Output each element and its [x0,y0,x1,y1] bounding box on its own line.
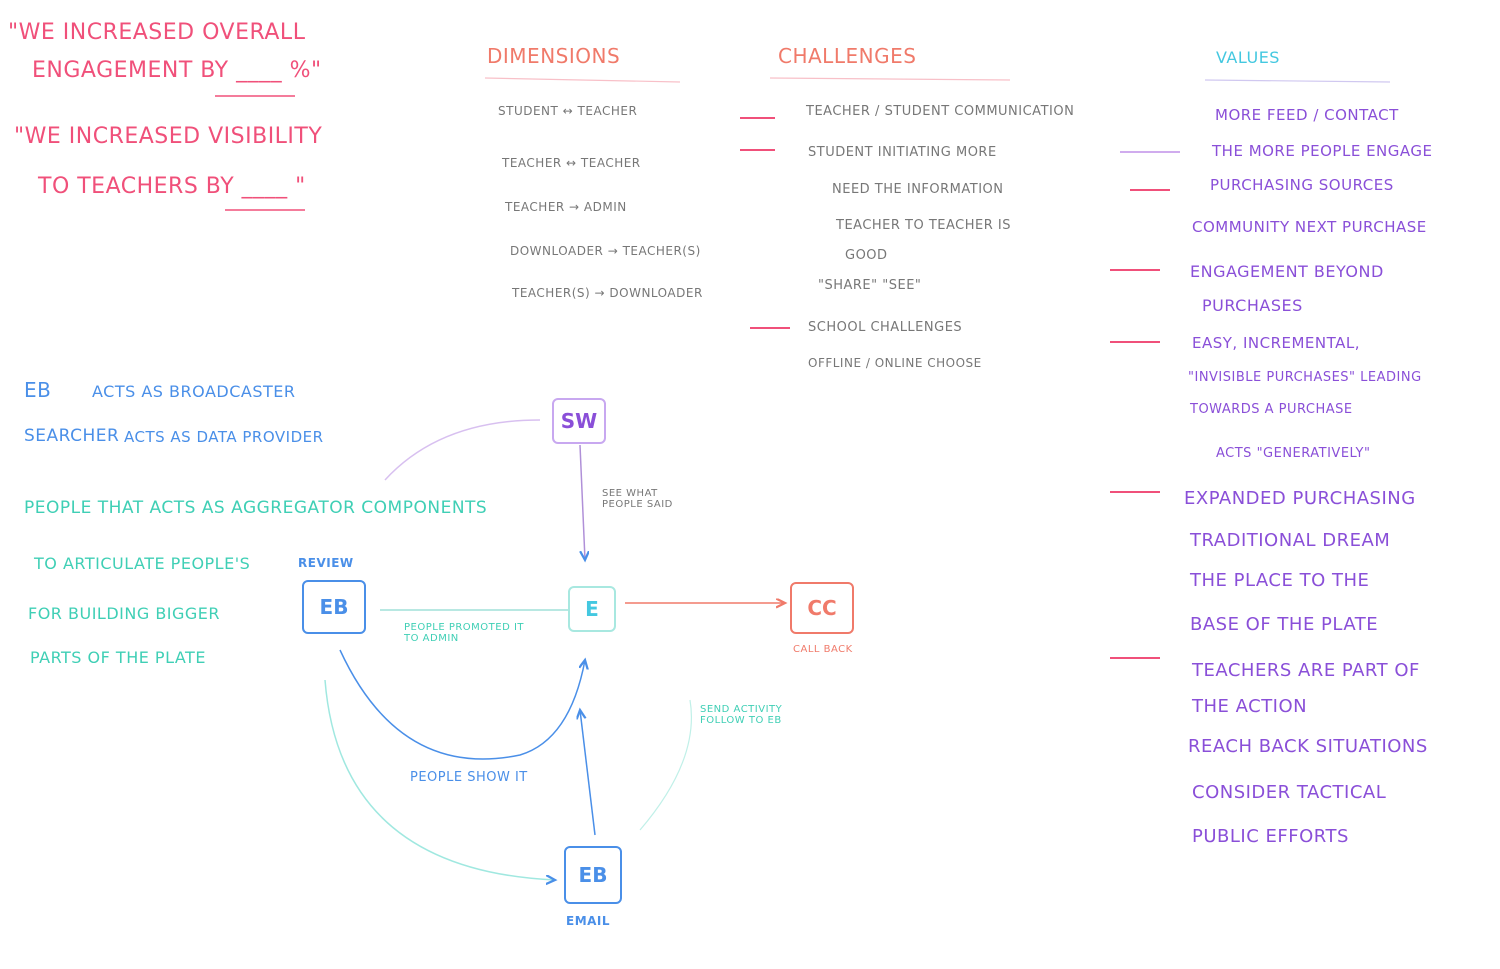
edge-label-left-center: PEOPLE PROMOTED IT TO ADMIN [404,622,525,644]
edge-left-center-curve [339,649,585,760]
node-top: SW [552,398,606,444]
quote-visibility-line2: TO TEACHERS BY ____ " [38,174,306,199]
role-articulate-line: TO ARTICULATE PEOPLE'S [34,554,251,573]
edge-top-center [580,444,585,560]
dimension-row: TEACHER → ADMIN [505,200,627,214]
role-eb-label: EB [24,378,52,402]
node-left: EB [302,580,366,634]
role-searcher-label: SEARCHER [24,426,120,446]
edge-label-top-center: SEE WHAT PEOPLE SAID [602,488,673,510]
challenges-header: CHALLENGES [778,44,917,68]
value-item: THE ACTION [1192,696,1308,717]
challenge-item: OFFLINE / ONLINE CHOOSE [808,356,982,370]
challenge-item: TEACHER / STUDENT COMMUNICATION [806,104,1075,119]
dimension-row: TEACHER(S) → DOWNLOADER [512,286,703,300]
edge-label-bottom-center: PEOPLE SHOW IT [410,770,528,785]
node-bottom-label: EMAIL [566,914,611,928]
challenge-item: GOOD [845,248,888,263]
quote-visibility-line1: "WE INCREASED VISIBILITY [14,124,323,149]
value-item: EASY, INCREMENTAL, [1192,334,1361,352]
edge-label-right-bottom: SEND ACTIVITY FOLLOW TO EB [700,704,783,726]
challenge-item: NEED THE INFORMATION [832,182,1004,197]
dimensions-header: DIMENSIONS [487,44,621,68]
underline-values [1204,79,1391,83]
value-item: COMMUNITY NEXT PURCHASE [1192,218,1427,236]
challenge-item: SCHOOL CHALLENGES [808,320,963,335]
value-item: TEACHERS ARE PART OF [1192,660,1420,681]
value-item: CONSIDER TACTICAL [1192,782,1387,803]
value-item: "INVISIBLE PURCHASES" LEADING [1188,370,1422,385]
dimension-row: DOWNLOADER → TEACHER(S) [510,244,701,258]
edge-left-top [384,419,541,481]
value-item: PURCHASES [1202,296,1303,315]
role-parts-line: PARTS OF THE PLATE [30,648,206,667]
value-item: PURCHASING SOURCES [1210,176,1394,194]
underline-challenges [769,77,1011,81]
value-item: MORE FEED / CONTACT [1215,106,1399,124]
node-left-label: REVIEW [298,556,354,570]
values-header: VALUES [1216,48,1280,67]
value-item: THE MORE PEOPLE ENGAGE [1212,142,1433,160]
value-item: THE PLACE TO THE [1190,570,1370,591]
value-item: PUBLIC EFFORTS [1192,826,1349,847]
challenge-item: "SHARE" "SEE" [818,278,922,293]
role-building-line: FOR BUILDING BIGGER [28,604,221,623]
edge-bottom-center [580,710,596,836]
node-bottom: EB [564,846,622,904]
value-item: ENGAGEMENT BEYOND [1190,262,1384,281]
value-item: ACTS "GENERATIVELY" [1216,446,1371,461]
value-item: REACH BACK SITUATIONS [1188,736,1428,757]
value-item: EXPANDED PURCHASING [1184,488,1416,509]
value-item: TRADITIONAL DREAM [1190,530,1391,551]
dimension-row: TEACHER ↔ TEACHER [502,156,641,170]
node-right: CC [790,582,854,634]
value-item: TOWARDS A PURCHASE [1190,402,1353,417]
role-searcher-description: ACTS AS DATA PROVIDER [124,428,324,446]
role-aggregator-line: PEOPLE THAT ACTS AS AGGREGATOR COMPONENT… [24,498,488,518]
quote-engagement-line1: "WE INCREASED OVERALL [8,20,306,45]
role-eb-description: ACTS AS BROADCASTER [92,382,296,401]
underline-dimensions [484,77,681,83]
value-item: BASE OF THE PLATE [1190,614,1379,635]
challenge-item: STUDENT INITIATING MORE [808,145,997,160]
node-center: E [568,586,616,632]
node-right-label: CALL BACK [793,644,853,655]
edge-left-bottom [324,679,555,880]
edge-bottom-right [639,699,693,831]
dimension-row: STUDENT ↔ TEACHER [498,104,638,118]
quote-engagement-line2: ENGAGEMENT BY ____ %" [32,58,322,83]
challenge-item: TEACHER TO TEACHER IS [836,218,1011,233]
